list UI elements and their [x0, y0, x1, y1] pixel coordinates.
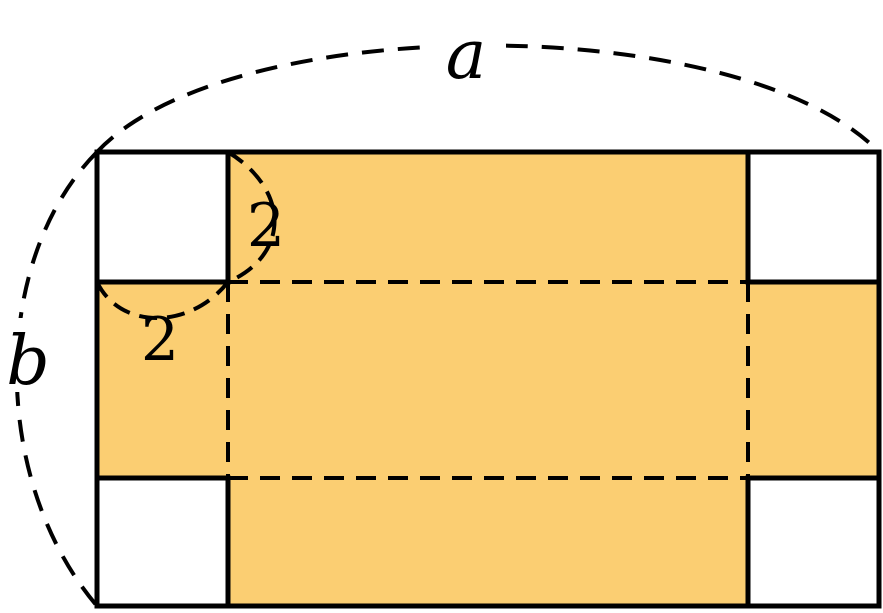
- cut-arc-horizontal: [95, 280, 230, 320]
- width-label: a: [446, 16, 487, 95]
- cut-side-label-top: 2: [247, 191, 285, 261]
- width-label-mask: [430, 30, 506, 86]
- cut-corner-top-left: [97, 152, 231, 285]
- cut-corner-bottom-right: [745, 475, 879, 606]
- cut-side-label-left: 2: [141, 305, 179, 375]
- cut-arc-vertical: [226, 150, 277, 284]
- box-net-shape: [97, 152, 879, 606]
- cut-corner-bottom-left: [97, 475, 231, 606]
- cut-corner-top-right: [745, 152, 879, 285]
- height-label: b: [6, 322, 50, 401]
- height-label-mask: [4, 318, 52, 392]
- fold-lines: [226, 280, 750, 480]
- sheet-outline: [94, 149, 882, 609]
